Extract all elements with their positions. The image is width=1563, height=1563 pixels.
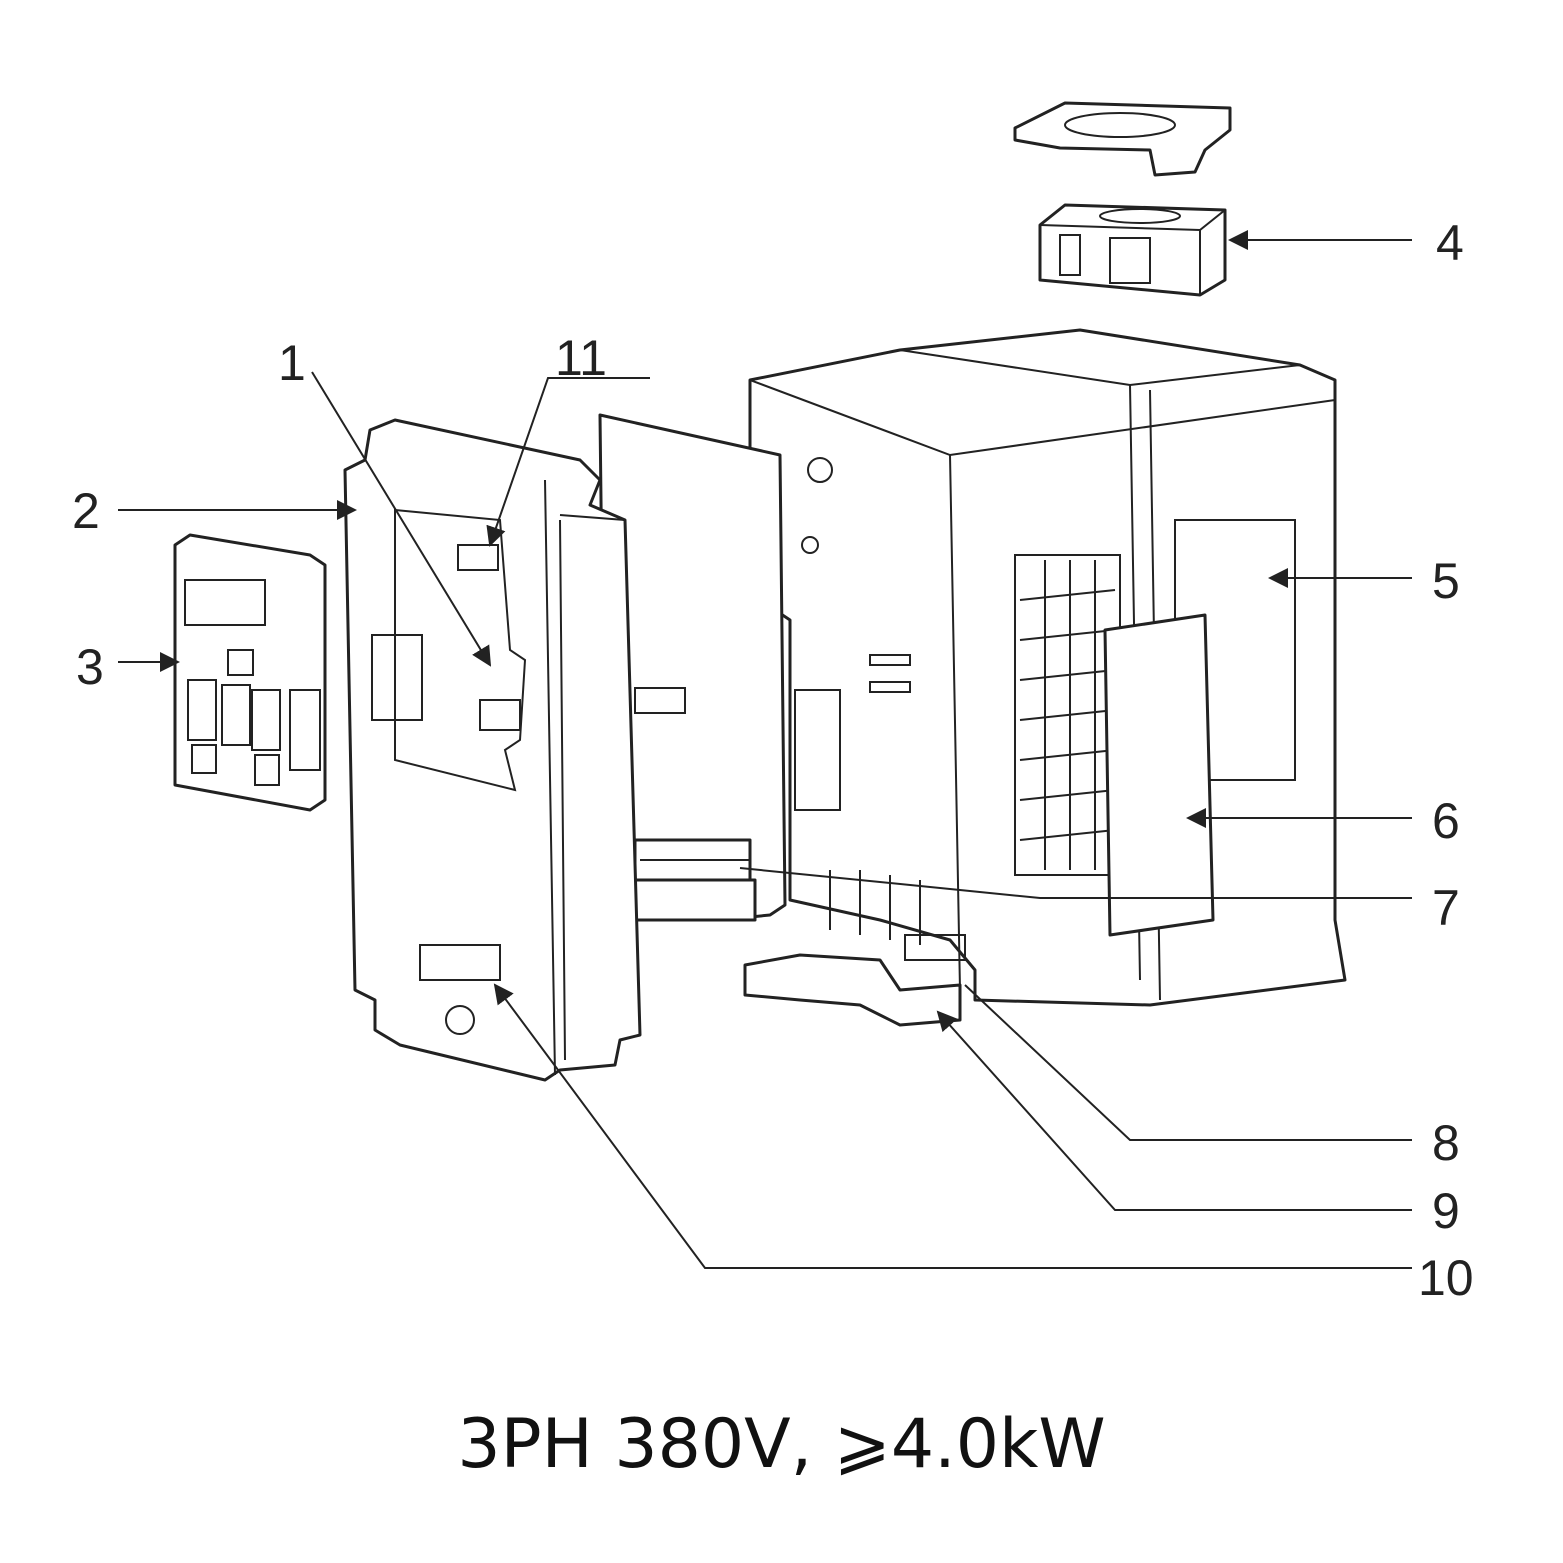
leader-lines — [118, 230, 1412, 1269]
keypad — [173, 533, 327, 812]
main-housing — [743, 328, 1347, 1027]
callout-4: 4 — [1436, 215, 1464, 271]
callout-7: 7 — [1432, 880, 1460, 936]
control-board — [598, 413, 787, 922]
callout-3: 3 — [76, 639, 104, 695]
callout-1: 1 — [278, 335, 306, 391]
model-caption: 3PH 380V, ⩾4.0kW — [457, 1405, 1106, 1484]
callout-2: 2 — [72, 483, 100, 539]
callout-10: 10 — [1418, 1250, 1474, 1306]
callout-6: 6 — [1432, 793, 1460, 849]
callout-8: 8 — [1432, 1115, 1460, 1171]
callout-11: 11 — [555, 330, 607, 386]
callout-9: 9 — [1432, 1183, 1460, 1239]
fan-cover — [1013, 101, 1232, 177]
callout-5: 5 — [1432, 553, 1460, 609]
front-cover — [343, 418, 642, 1082]
cooling-fan — [1038, 203, 1227, 297]
